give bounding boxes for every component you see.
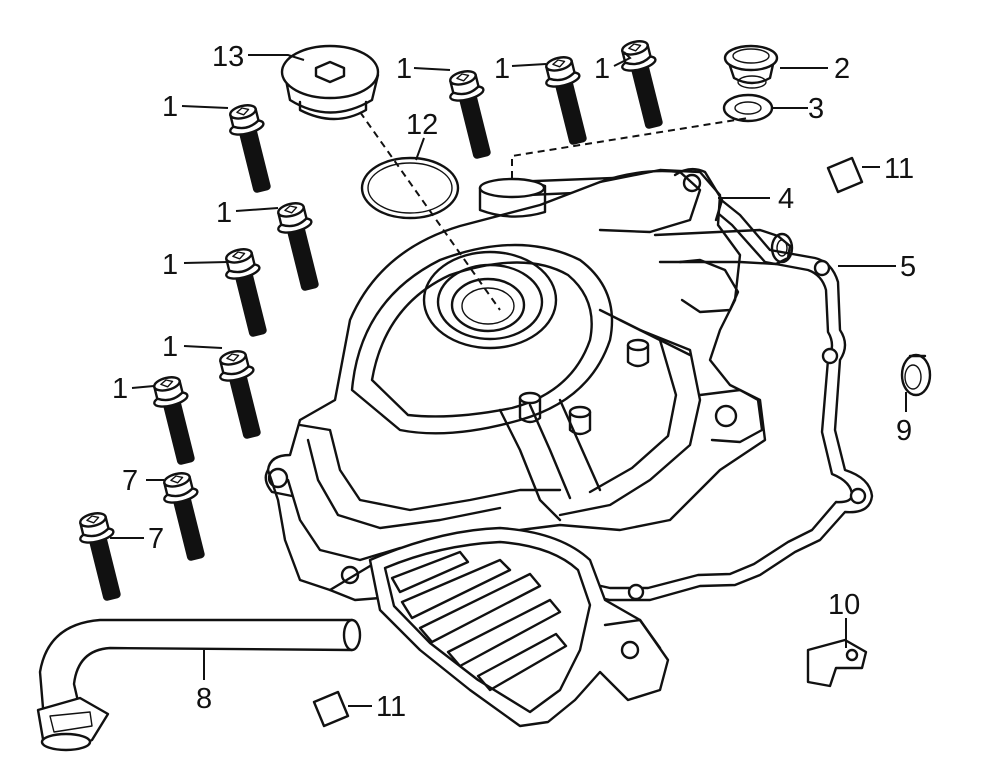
bolt-7a (157, 468, 215, 565)
bolt-1b (443, 66, 501, 163)
callout-11: 11 (376, 691, 406, 723)
alignment-line-cap (511, 117, 749, 178)
callout-1: 1 (162, 331, 178, 363)
bolt-1c (539, 52, 597, 149)
alignment-line-plug (359, 111, 501, 311)
callout-1: 1 (162, 249, 178, 281)
cover-gasket (503, 173, 874, 602)
callout-1: 1 (494, 53, 510, 85)
cap-part (723, 44, 779, 89)
breather-hose (36, 618, 362, 752)
callout-10: 10 (828, 589, 860, 621)
hose-clamp-bracket (806, 638, 868, 688)
sealing-washer (722, 93, 774, 123)
callout-4: 4 (778, 183, 794, 215)
oil-seal (900, 353, 932, 397)
callout-1: 1 (112, 373, 128, 405)
bolt-1a (223, 100, 281, 197)
o-ring (360, 156, 460, 220)
callout-13: 13 (212, 41, 244, 73)
bolt-1g (213, 346, 271, 443)
filler-plug (280, 44, 380, 121)
clip-part-lower (312, 690, 350, 728)
bolt-1e (271, 198, 329, 295)
leader-lines (110, 51, 907, 707)
callout-1: 1 (396, 53, 412, 85)
bolt-1h (147, 372, 205, 469)
callout-9: 9 (896, 415, 912, 447)
bolt-7b (73, 508, 131, 605)
clip-part-upper (826, 156, 864, 194)
callout-2: 2 (834, 53, 850, 85)
callout-1: 1 (216, 197, 232, 229)
callout-3: 3 (808, 93, 824, 125)
callout-1: 1 (162, 91, 178, 123)
callout-7: 7 (148, 523, 164, 555)
callout-1: 1 (594, 53, 610, 85)
callout-11: 11 (884, 153, 914, 185)
sprocket-guard (368, 526, 670, 728)
callout-7: 7 (122, 465, 138, 497)
callout-8: 8 (196, 683, 212, 715)
side-cover (264, 167, 794, 602)
bolt-1f (219, 244, 277, 341)
callout-12: 12 (406, 109, 438, 141)
callout-5: 5 (900, 251, 916, 283)
